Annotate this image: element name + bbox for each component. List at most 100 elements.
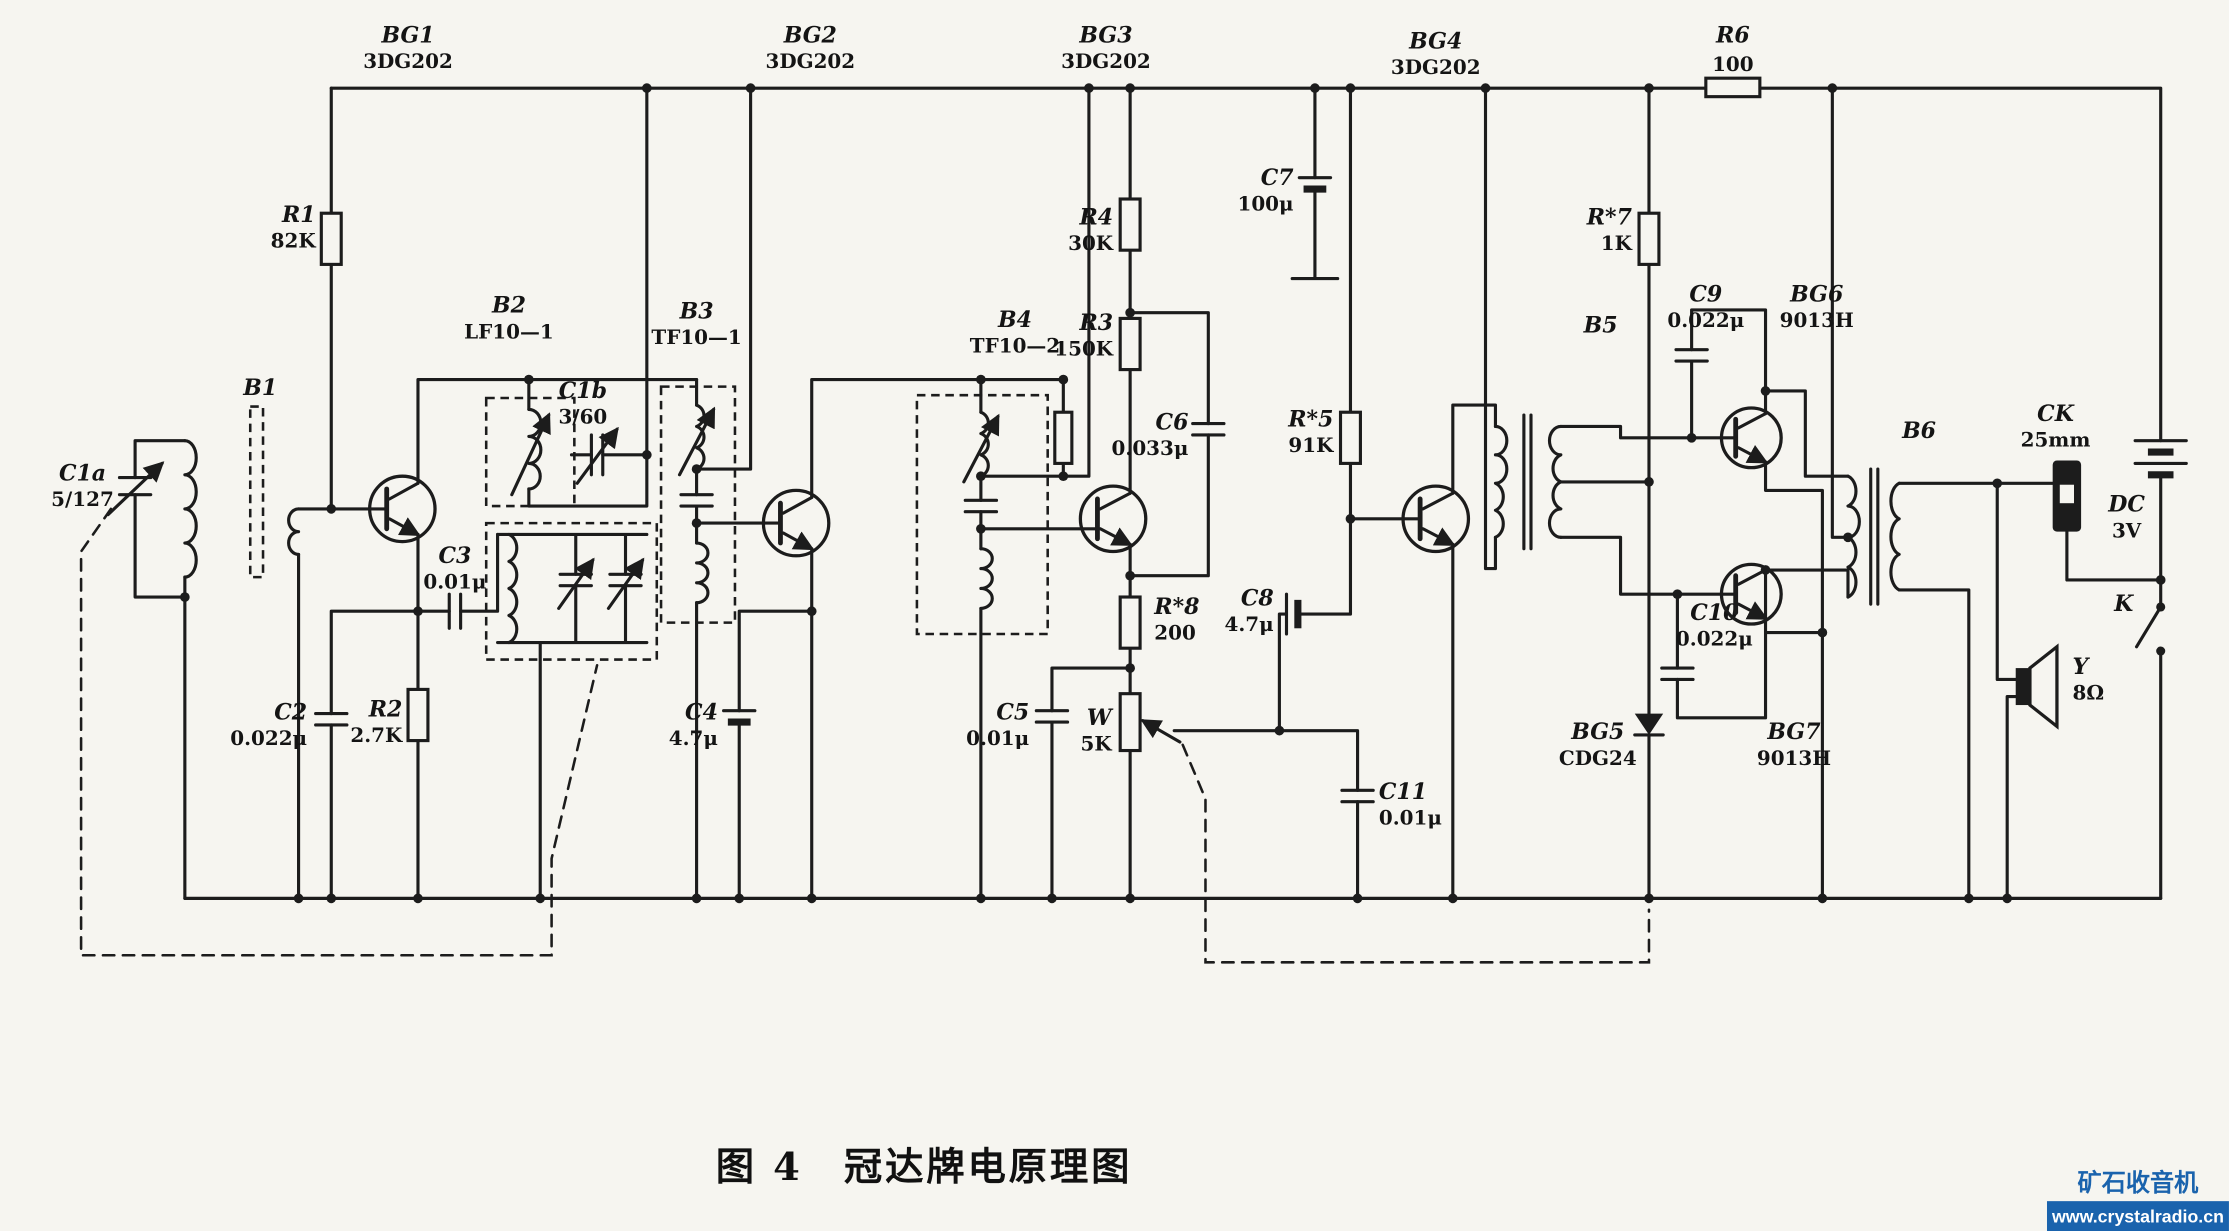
label-c1b: C1b — [559, 378, 607, 404]
value-dc: 3V — [2112, 518, 2142, 542]
battery-dc: DC 3V — [2107, 439, 2188, 542]
resistor-r4: R4 30K — [1068, 197, 1142, 255]
label-dc: DC — [2107, 492, 2145, 518]
switch-k: K — [2113, 591, 2166, 656]
label-b5: B5 — [1583, 313, 1618, 339]
label-c7: C7 — [1261, 165, 1295, 191]
label-r2: R2 — [368, 696, 403, 722]
antenna-coil-b1: B1 — [183, 375, 301, 579]
transistor-bg7: BG7 9013H — [1719, 562, 1831, 770]
core-adjust-arrow — [677, 406, 716, 477]
value-bg1: 3DG202 — [363, 49, 453, 73]
label-bg4: BG4 — [1408, 28, 1462, 54]
switch-lever — [2134, 605, 2163, 649]
tuning-arrow — [575, 426, 619, 485]
label-r7: R*7 — [1586, 205, 1633, 231]
value-c1a: 5/127 — [51, 487, 114, 511]
resistor-r8: R*8 200 — [1118, 594, 1199, 650]
speaker-y: Y 8Ω — [2015, 643, 2105, 730]
diode-bg5: BG5 CDG24 — [1559, 713, 1665, 770]
value-r7: 1K — [1601, 231, 1633, 255]
resistor-r7: R*7 1K — [1586, 205, 1661, 266]
volume-switch-link — [1181, 743, 1651, 964]
capacitor-c1b: C1b 3/60 — [558, 378, 619, 485]
label-r4: R4 — [1078, 205, 1113, 231]
transistor-bg2: BG2 3DG202 — [761, 23, 855, 558]
value-bg6: 9013H — [1780, 308, 1854, 332]
value-b4: TF10—2 — [970, 334, 1060, 358]
label-c10: C10 — [1690, 600, 1739, 626]
value-c6: 0.033μ — [1112, 436, 1189, 460]
capacitor-c8: C8 4.7μ — [1225, 586, 1302, 636]
watermark: 矿石收音机 www.crystalradio.cn — [2046, 1169, 2229, 1231]
damping-resistor — [1053, 410, 1074, 465]
label-bg2: BG2 — [783, 23, 837, 49]
transformer-b2: B2 LF10—1 — [464, 293, 576, 508]
value-c10: 0.022μ — [1676, 626, 1753, 650]
value-r6: 100 — [1712, 52, 1754, 76]
capacitor-c3: C3 0.01μ — [423, 543, 486, 630]
value-c11: 0.01μ — [1379, 805, 1442, 829]
label-c3: C3 — [439, 543, 472, 569]
label-y: Y — [2073, 654, 2091, 680]
label-b2: B2 — [491, 293, 526, 319]
resistor-r5: R*5 91K — [1287, 406, 1362, 465]
resistor-r1: R1 82K — [271, 202, 343, 266]
label-ck: CK — [2037, 401, 2075, 427]
value-b3: TF10—1 — [651, 325, 741, 349]
resistor-r3: R3 150K — [1054, 310, 1142, 372]
resistor-r2: R2 2.7K — [350, 687, 430, 747]
value-c1b: 3/60 — [558, 405, 607, 429]
capacitor-c1a: C1a 5/127 — [51, 460, 165, 517]
label-c5: C5 — [996, 699, 1029, 725]
capacitor-c2: C2 0.022μ — [230, 699, 349, 750]
value-r8: 200 — [1154, 621, 1196, 645]
label-r3: R3 — [1078, 310, 1113, 336]
transistor-bg4: BG4 3DG202 — [1391, 28, 1481, 554]
capacitor-c4: C4 4.7μ — [669, 699, 757, 750]
core-adjust-arrow — [510, 412, 551, 497]
label-bg7: BG7 — [1766, 719, 1821, 745]
wiper-arrow — [1140, 719, 1182, 744]
value-r2: 2.7K — [350, 723, 403, 747]
value-r4: 30K — [1068, 231, 1114, 255]
label-r6: R6 — [1715, 23, 1750, 49]
label-c4: C4 — [685, 699, 718, 725]
value-b2: LF10—1 — [464, 319, 554, 343]
value-c2: 0.022μ — [230, 726, 307, 750]
mechanical-links — [79, 507, 1651, 964]
value-bg7: 9013H — [1757, 746, 1831, 770]
wiring — [133, 86, 2163, 900]
capacitor-c9: C9 0.022μ — [1667, 281, 1744, 363]
oscillator-tank — [484, 521, 659, 661]
value-y: 8Ω — [2073, 680, 2105, 704]
value-c3: 0.01μ — [423, 569, 486, 593]
core — [1869, 467, 1880, 606]
value-bg4: 3DG202 — [1391, 55, 1481, 79]
tuning-arrow — [106, 461, 165, 517]
resistor-r6: R6 100 — [1704, 23, 1762, 99]
emitter-arrow — [1736, 444, 1769, 464]
value-c9: 0.022μ — [1667, 308, 1744, 332]
label-r1: R1 — [281, 202, 316, 228]
capacitor-c7: C7 100μ — [1238, 165, 1333, 215]
value-c5: 0.01μ — [966, 726, 1029, 750]
figure-caption: 图 4 冠达牌电原理图 — [716, 1145, 1133, 1190]
potentiometer-w: W 5K — [1081, 692, 1182, 756]
ferrite-rod — [248, 405, 265, 579]
value-c4: 4.7μ — [669, 726, 718, 750]
value-c8: 4.7μ — [1225, 612, 1274, 636]
label-b1: B1 — [242, 375, 277, 401]
emitter-arrow — [387, 517, 421, 537]
emitter-arrow — [1421, 527, 1456, 546]
value-w: 5K — [1081, 732, 1113, 756]
label-c11: C11 — [1379, 779, 1427, 805]
emitter-arrow — [1736, 601, 1769, 620]
tuning-gang-link — [79, 507, 599, 957]
value-ck: 25mm — [2021, 427, 2091, 451]
value-r3: 150K — [1054, 336, 1114, 360]
label-bg3: BG3 — [1078, 23, 1132, 49]
emitter-arrow — [781, 531, 815, 551]
transistor-bg1: BG1 3DG202 — [363, 23, 453, 544]
